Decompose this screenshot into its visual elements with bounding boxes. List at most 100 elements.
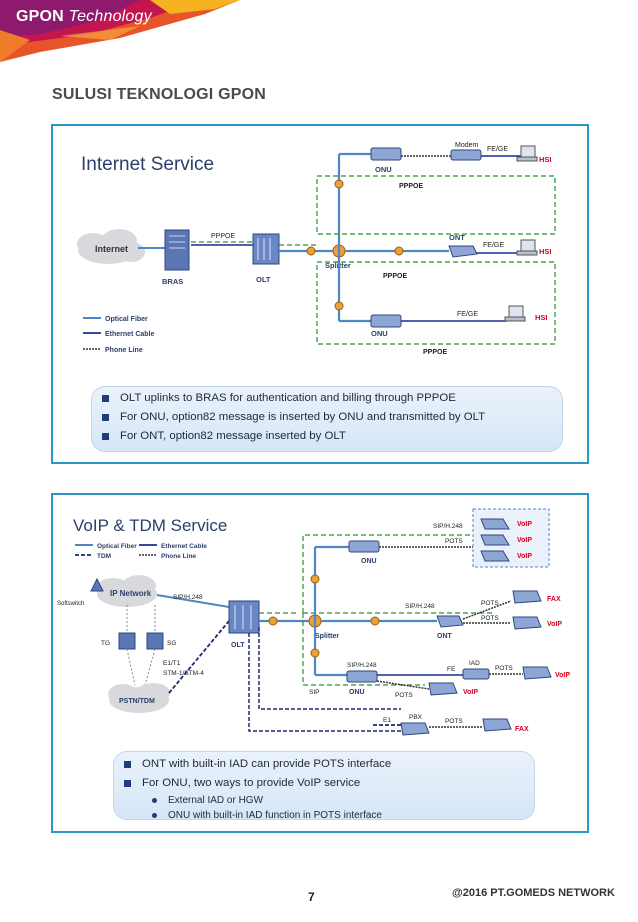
internet-service-panel: Internet Service Internet PPPOE BRAS (51, 124, 589, 464)
voip-bullet: For ONU, two ways to provide VoIP servic… (114, 774, 534, 793)
olt-icon (228, 600, 260, 634)
fiber-connector-icon (310, 574, 320, 584)
onu-icon (370, 314, 402, 328)
bras-icon (164, 229, 190, 271)
voip-label-1: VoIP (517, 521, 532, 528)
softswitch-label: Softswitch (57, 601, 84, 607)
internet-title: Internet Service (81, 154, 214, 175)
computer-icon (504, 305, 526, 322)
e1t1-label: E1/T1 (163, 660, 181, 667)
phone-icon (512, 616, 542, 630)
modem-label: Modem (455, 142, 479, 149)
voip-sub-bullet: External IAD or HGW (114, 793, 534, 808)
hsi-label-2: HSI (539, 247, 552, 256)
ont-icon (448, 245, 478, 258)
splitter-label-voip: Splitter (315, 633, 339, 640)
phone-icon (480, 550, 510, 562)
onu-label-top: ONU (375, 165, 392, 174)
internet-label: Internet (95, 244, 128, 254)
legend-ethernet: Ethernet Cable (105, 331, 155, 338)
fiber-connector-icon (306, 246, 316, 256)
sg-icon (146, 632, 164, 650)
e1-label: E1 (383, 717, 391, 724)
legend-phone: Phone Line (105, 347, 143, 354)
header-title: GPON Technology (16, 8, 152, 25)
internet-cloud-icon (77, 229, 145, 264)
pppoe-label-onu2: PPPOE (423, 349, 447, 356)
header-decoration (0, 0, 240, 62)
copyright: @2016 PT.GOMEDS NETWORK (452, 887, 615, 899)
pots-label-ont: POTS (481, 615, 499, 622)
voip-legend-ethernet: Ethernet Cable (161, 543, 207, 550)
iad-icon (462, 668, 490, 680)
hsi-label-3: HSI (535, 313, 548, 322)
pstn-label: PSTN/TDM (119, 698, 155, 705)
phone-icon (480, 518, 510, 530)
olt-label-voip: OLT (231, 642, 245, 649)
sg-label: SG (167, 640, 176, 647)
fiber-connector-icon (394, 246, 404, 256)
modem-icon (450, 149, 482, 161)
siph248-label-ont: SIP/H.248 (405, 603, 435, 610)
ip-network-label: IP Network (110, 589, 152, 598)
pots-label-iad: POTS (495, 665, 513, 672)
phone-icon (480, 534, 510, 546)
pots-label-pbx: POTS (445, 718, 463, 725)
phone-icon (522, 666, 552, 680)
fiber-connector-icon (370, 616, 380, 626)
voip-label-2: VoIP (517, 537, 532, 544)
onu-icon (348, 540, 380, 553)
stm-label: STM-1/STM-4 (163, 670, 204, 677)
onu-label-voip-top: ONU (361, 558, 377, 565)
phone-icon (428, 682, 458, 696)
fax-label-2: FAX (515, 726, 529, 733)
pbx-icon (400, 722, 430, 736)
fe-label: FE (447, 666, 456, 673)
pbx-label: PBX (409, 714, 423, 721)
internet-bullet: For ONT, option82 message inserted by OL… (92, 427, 562, 446)
voip-legend-tdm: TDM (97, 553, 111, 560)
fiber-connector-icon (334, 179, 344, 189)
tg-label: TG (101, 640, 110, 647)
pstn-cloud-icon (108, 683, 170, 713)
fege-label-2: FE/GE (483, 242, 504, 249)
onu-label-voip-bottom: ONU (349, 689, 365, 696)
voip-service-panel: VoIP & TDM Service Optical Fiber Etherne… (51, 493, 589, 833)
fax-icon (482, 718, 512, 732)
fax-icon (512, 590, 542, 604)
fiber-connector-icon (334, 301, 344, 311)
tg-icon (118, 632, 136, 650)
voip-bullet-box: ONT with built-in IAD can provide POTS i… (113, 751, 535, 823)
voip-legend-phone: Phone Line (161, 553, 196, 560)
siph248-label-bottom: SIP/H.248 (347, 662, 377, 669)
ont-label: ONT (449, 233, 465, 242)
computer-icon (516, 145, 538, 162)
computer-icon (516, 239, 538, 256)
iad-label: IAD (469, 660, 480, 667)
fiber-connector-icon (268, 616, 278, 626)
fiber-connector-icon (310, 648, 320, 658)
voip-bullet: ONT with built-in IAD can provide POTS i… (114, 755, 534, 774)
ont-label-voip: ONT (437, 633, 453, 640)
onu-icon (346, 670, 378, 683)
hsi-label-1: HSI (539, 155, 552, 164)
internet-bullet: OLT uplinks to BRAS for authentication a… (92, 389, 562, 408)
voip-label-6: VoIP (463, 689, 478, 696)
siph248-label-olt: SIP/H.248 (173, 594, 203, 601)
voip-label-5: VoIP (555, 672, 570, 679)
pppoe-label-onu: PPPOE (399, 183, 423, 190)
pots-label-top: POTS (445, 538, 463, 545)
voip-title: VoIP & TDM Service (73, 516, 227, 535)
siph248-label-top: SIP/H.248 (433, 523, 463, 530)
voip-legend-fiber: Optical Fiber (97, 543, 137, 550)
onu-icon (370, 147, 402, 161)
onu-label-bottom: ONU (371, 329, 388, 338)
bras-label: BRAS (162, 277, 183, 286)
voip-sub-bullet: ONU with built-in IAD function in POTS i… (114, 808, 534, 823)
olt-label: OLT (256, 275, 271, 284)
voip-label-4: VoIP (547, 621, 562, 628)
pppoe-label-bras: PPPOE (211, 233, 235, 240)
pppoe-label-ont: PPPOE (383, 273, 407, 280)
voip-diagram: VoIP & TDM Service Optical Fiber Etherne… (57, 508, 570, 736)
fege-label-1: FE/GE (487, 146, 508, 153)
